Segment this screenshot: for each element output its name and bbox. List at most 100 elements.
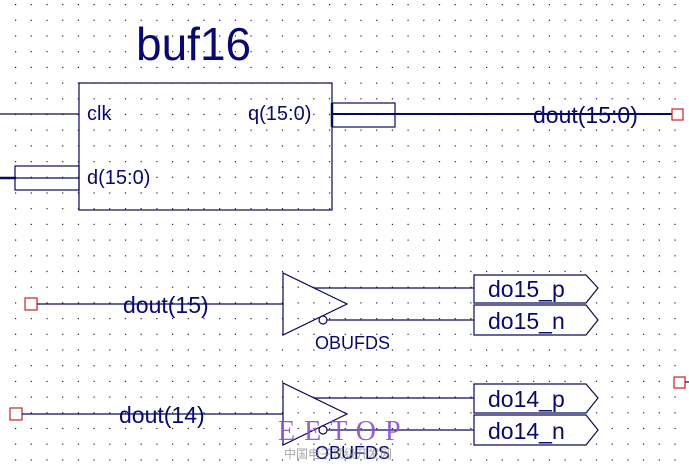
grid-dot xyxy=(156,396,158,398)
grid-dot xyxy=(313,302,315,304)
obufds-14[interactable]: dout(14) OBUFDS do14_p do14_n xyxy=(9,382,599,463)
grid-dot xyxy=(234,412,236,414)
grid-dot xyxy=(140,427,142,430)
grid-dot xyxy=(329,145,331,147)
grid-dot xyxy=(470,239,472,241)
grid-dot xyxy=(62,145,64,147)
output-port-do14-n-shape[interactable] xyxy=(473,414,599,446)
grid-dot xyxy=(360,192,362,194)
grid-dot xyxy=(140,412,142,414)
grid-dot xyxy=(329,270,331,273)
grid-dot xyxy=(109,412,111,414)
output-port-do15-n-shape[interactable] xyxy=(473,304,599,336)
output-port-do15-p-shape[interactable] xyxy=(473,274,599,304)
grid-dot xyxy=(203,176,205,178)
grid-dot xyxy=(30,427,32,430)
grid-dot xyxy=(533,270,535,273)
grid-dot xyxy=(172,380,174,382)
grid-dot xyxy=(297,208,299,210)
grid-dot xyxy=(407,176,409,178)
grid-dot xyxy=(595,208,598,210)
grid-dot xyxy=(313,192,315,194)
grid-dot xyxy=(203,192,205,194)
port-marker-dout15[interactable] xyxy=(24,297,38,311)
grid-dot xyxy=(533,19,535,21)
grid-dot xyxy=(77,66,79,68)
grid-dot xyxy=(658,145,660,147)
grid-dot xyxy=(643,380,645,382)
grid-dot xyxy=(611,443,613,445)
grid-dot xyxy=(15,98,17,100)
grid-dot xyxy=(313,4,315,6)
grid-dot xyxy=(109,443,111,445)
grid-dot xyxy=(438,4,441,6)
watermark-subtitle: 中国电子顶级开发网 xyxy=(284,446,392,461)
grid-dot xyxy=(297,129,299,131)
grid-dot xyxy=(15,427,17,430)
grid-dot xyxy=(266,129,268,131)
grid-dot xyxy=(658,239,660,241)
grid-dot xyxy=(533,35,535,37)
grid-dot xyxy=(77,333,79,335)
grid-dot xyxy=(109,129,111,131)
offscreen-port[interactable] xyxy=(673,376,689,389)
grid-dot xyxy=(281,66,284,68)
grid-dot xyxy=(15,66,17,68)
grid-dot xyxy=(313,380,315,382)
grid-dot xyxy=(93,302,95,304)
grid-dot xyxy=(564,35,566,37)
grid-dot xyxy=(77,318,79,320)
buffer-triangle[interactable] xyxy=(282,272,349,336)
grid-dot xyxy=(391,161,393,163)
grid-dot xyxy=(391,318,393,320)
grid-dot xyxy=(344,192,346,194)
grid-dot xyxy=(219,19,221,21)
grid-dot xyxy=(580,19,582,21)
grid-dot xyxy=(376,161,378,163)
grid-dot xyxy=(219,145,221,147)
grid-dot xyxy=(46,380,48,382)
grid-dot xyxy=(250,333,252,335)
grid-dot xyxy=(15,4,17,6)
grid-dot xyxy=(595,82,598,84)
buf16-instance[interactable]: buf16 clk d(15:0) q(15:0) xyxy=(0,18,396,211)
grid-dot xyxy=(297,270,299,273)
grid-dot xyxy=(674,208,676,210)
grid-dot xyxy=(517,349,519,351)
port-marker-dout-bus[interactable] xyxy=(671,108,684,121)
grid-dot xyxy=(109,318,111,320)
grid-dot xyxy=(281,4,284,6)
grid-dot xyxy=(454,223,456,225)
grid-dot xyxy=(203,66,205,68)
grid-dot xyxy=(407,98,409,100)
grid-dot xyxy=(172,35,174,37)
port-marker-dout14[interactable] xyxy=(9,407,23,421)
output-port-do14-p-shape[interactable] xyxy=(473,383,599,414)
dout-bus-net[interactable]: dout(15:0) xyxy=(332,102,684,128)
grid-dot xyxy=(533,161,535,163)
grid-dot xyxy=(454,4,456,6)
grid-dot xyxy=(329,318,331,320)
grid-dot xyxy=(470,192,472,194)
grid-dot xyxy=(470,51,472,53)
grid-dot xyxy=(313,35,315,37)
grid-dot xyxy=(643,35,645,37)
grid-dot xyxy=(658,286,660,288)
instance-body[interactable] xyxy=(78,82,333,211)
port-marker-right[interactable] xyxy=(673,376,686,389)
grid-dot xyxy=(423,192,425,194)
grid-dot xyxy=(501,459,503,461)
grid-dot xyxy=(234,427,236,430)
grid-dot xyxy=(611,349,613,351)
grid-dot xyxy=(77,51,79,53)
grid-dot xyxy=(156,66,158,68)
obufds-15[interactable]: dout(15) OBUFDS do15_p do15_n xyxy=(24,272,599,353)
grid-dot xyxy=(203,443,205,445)
grid-dot xyxy=(93,459,95,461)
grid-dot xyxy=(360,412,362,414)
grid-dot xyxy=(250,192,252,194)
grid-dot xyxy=(109,19,111,21)
grid-dot xyxy=(360,302,362,304)
grid-dot xyxy=(376,192,378,194)
